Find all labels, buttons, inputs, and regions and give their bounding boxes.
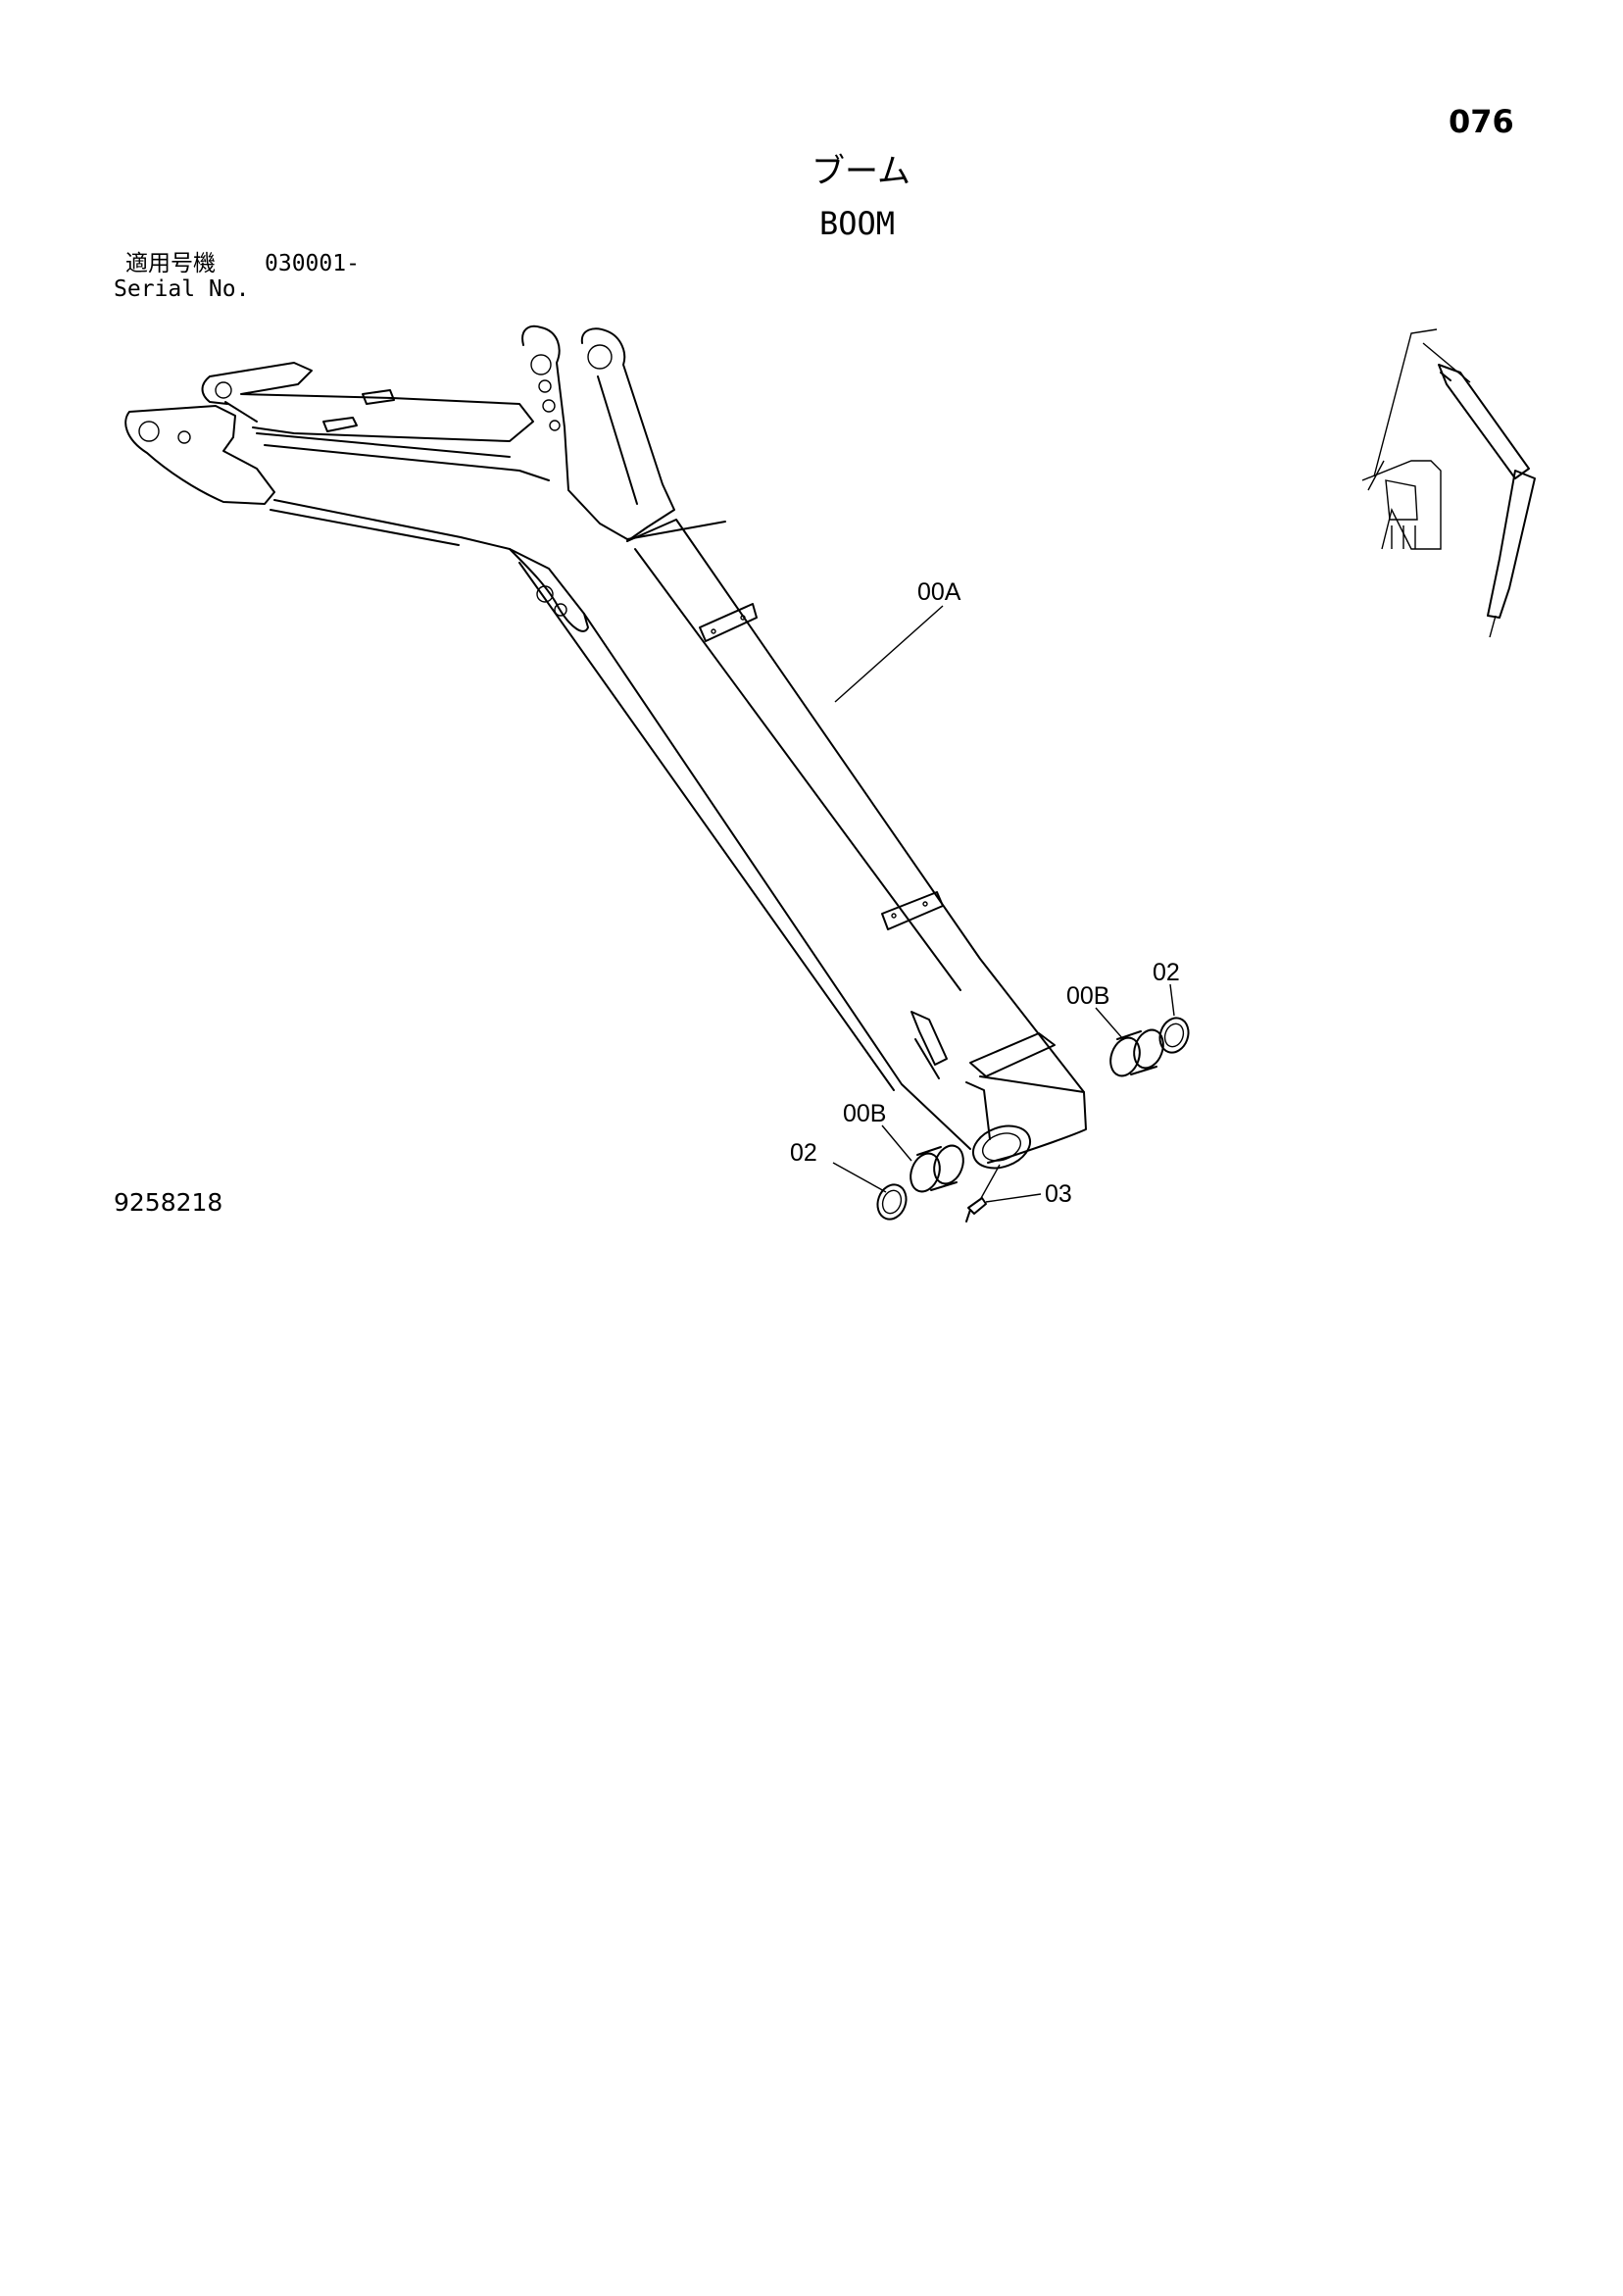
ring-right-icon [1158, 1017, 1190, 1054]
bushing-right-icon [1109, 1028, 1164, 1077]
callout-02-right: 02 [1153, 959, 1180, 986]
page-number: 076 [1449, 103, 1514, 140]
title-english: BOOM [819, 205, 896, 242]
callout-00A: 00A [917, 578, 961, 606]
ring-left-icon [876, 1183, 908, 1221]
title-japanese: ブーム [812, 152, 910, 191]
bushing-left-icon [910, 1144, 964, 1193]
excavator-locator-icon [1361, 328, 1536, 638]
callout-00B-right: 00B [1066, 982, 1109, 1010]
boom-illustration [124, 324, 1087, 1170]
callout-03: 03 [1045, 1180, 1072, 1208]
serial-label-english: Serial No. [114, 276, 250, 302]
callout-00B-left: 00B [843, 1100, 886, 1127]
leader-lines [832, 605, 1175, 1203]
serial-range: 030001- [265, 251, 360, 276]
callout-02-left: 02 [790, 1139, 817, 1167]
bolt-icon [965, 1197, 987, 1223]
drawing-number: 9258218 [114, 1188, 223, 1217]
serial-label-japanese: 適用号機 [125, 251, 216, 276]
